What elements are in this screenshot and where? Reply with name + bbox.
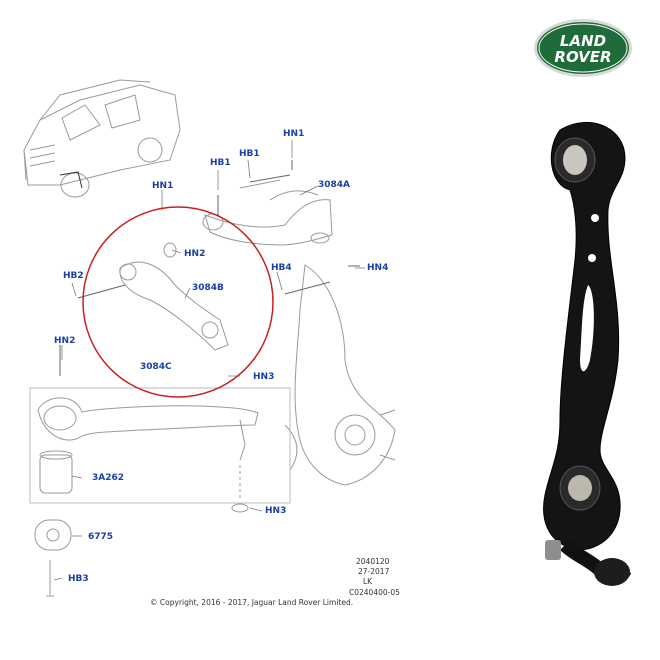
steering-knuckle xyxy=(284,264,396,486)
control-arm-photo xyxy=(543,121,632,586)
callout-3a262: 3A262 xyxy=(92,473,125,483)
copyright-text: © Copyright, 2016 - 2017, Jaguar Land Ro… xyxy=(150,598,354,607)
callout-hb4: HB4 xyxy=(271,263,292,273)
land-rover-logo: LAND ROVER xyxy=(534,19,632,77)
upper-control-arm-3084a xyxy=(202,179,333,246)
callout-hb3: HB3 xyxy=(68,574,89,584)
lower-arm-3084b xyxy=(119,242,229,351)
callout-hn2-upper: HN2 xyxy=(184,249,206,259)
callout-3084a: 3084A xyxy=(318,180,351,190)
callout-hn1-left: HN1 xyxy=(152,181,174,191)
callout-hn3-lower: HN3 xyxy=(265,506,287,516)
callout-hn1-top: HN1 xyxy=(283,129,305,139)
vehicle-sketch xyxy=(23,79,181,198)
diagram-code-2: 27-2017 xyxy=(358,567,390,576)
lower-arm-3084c-exploded xyxy=(29,345,291,597)
diagram-code-4: C0240400-05 xyxy=(349,588,400,597)
svg-text:ROVER: ROVER xyxy=(554,48,611,66)
callout-hn4: HN4 xyxy=(367,263,389,273)
callout-hb1-left: HB1 xyxy=(210,158,231,168)
callout-3084c: 3084C xyxy=(140,362,172,372)
bolts xyxy=(59,160,360,376)
diagram-code-3: LK xyxy=(363,577,373,586)
diagram-code-1: 2040120 xyxy=(356,557,390,566)
callout-3084b: 3084B xyxy=(192,283,224,293)
highlight-circle xyxy=(82,206,274,398)
callout-hn2-lower: HN2 xyxy=(54,336,76,346)
callout-6775: 6775 xyxy=(88,532,114,542)
callout-hb2: HB2 xyxy=(63,271,84,281)
leader-lines xyxy=(53,140,365,581)
svg-text:LAND: LAND xyxy=(560,32,606,50)
callout-hb1-right: HB1 xyxy=(239,149,260,159)
callout-hn3-upper: HN3 xyxy=(253,372,275,382)
